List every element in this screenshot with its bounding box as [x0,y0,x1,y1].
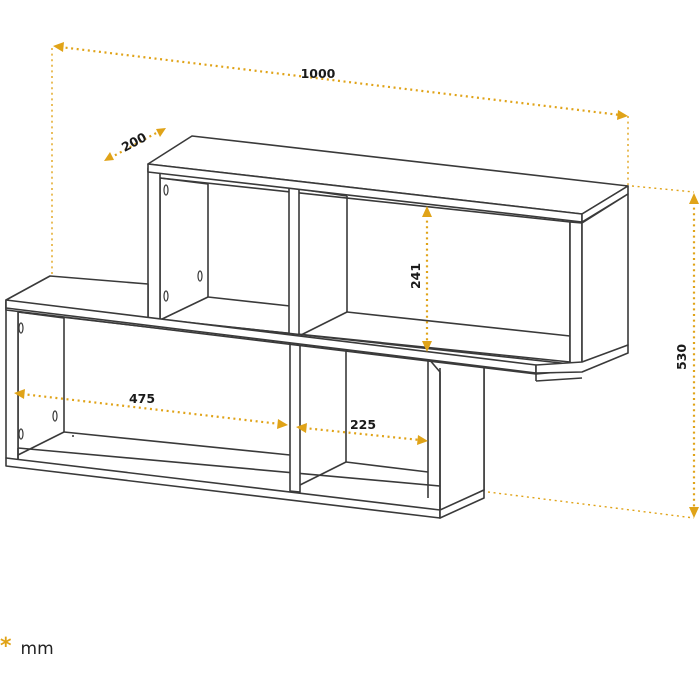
extension-line [631,185,695,193]
dimension-lines [14,42,699,519]
upper-right-back-panel [581,193,629,371]
arrowhead [296,423,307,433]
mounting-hole [197,270,203,282]
mounting-hole [52,410,58,422]
lower-middle-divider [289,341,301,493]
arrowhead [53,42,64,52]
arrowhead [422,341,432,352]
arrowhead [156,128,166,137]
mounting-hole [18,322,24,334]
total-width-label: 1000 [301,66,336,81]
mounting-hole [163,184,169,196]
lower-left-width-dimension-line [21,392,281,426]
mounting-hole [163,290,169,302]
arrowhead [277,419,288,429]
arrowhead [422,206,432,217]
upper-right-side-panel [569,221,583,371]
asterisk-icon: * [0,634,12,659]
bottom-board-side-edge [439,489,485,519]
arrowhead [14,389,25,399]
arrowhead [689,507,699,518]
lower-left-width-label: 475 [129,391,155,406]
unit-label: mm [20,639,54,659]
extension-line [487,491,695,519]
depth-dimension-line [109,130,161,159]
arrowhead [104,152,114,161]
wall-shelf-outline [5,135,629,519]
lower-right-width-dimension-line [303,426,421,442]
unit-note: * mm [0,636,54,662]
upper-middle-divider [288,187,300,337]
upper-left-side-panel [147,167,161,321]
arrowhead [617,110,628,120]
total-width-dimension-line [59,45,621,117]
arrowhead [689,193,699,204]
lower-left-side-panel [5,301,19,461]
arrowhead [417,435,428,445]
lower-right-width-label: 225 [350,417,376,432]
mounting-hole [18,428,24,440]
depth-label: 200 [119,129,149,155]
total-height-label: 530 [674,344,689,370]
upper-compartment-height-label: 241 [408,263,423,289]
